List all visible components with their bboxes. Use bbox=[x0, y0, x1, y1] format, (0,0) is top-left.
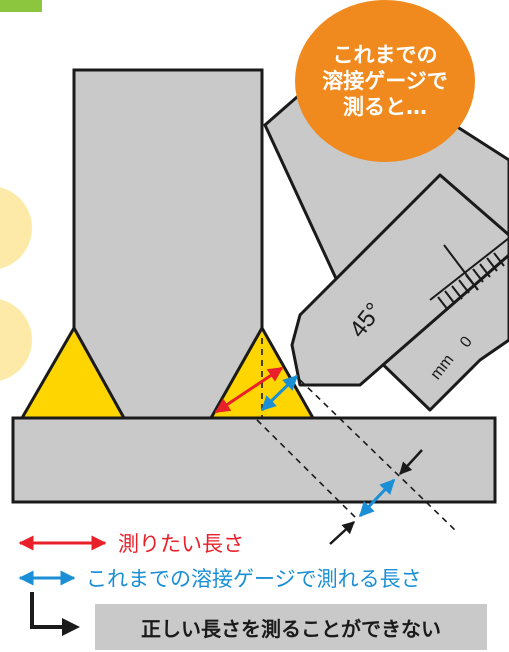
vertical-plate bbox=[72, 68, 264, 422]
badge-line-3: 測ると… bbox=[343, 95, 427, 119]
side-circle-upper bbox=[0, 187, 32, 269]
legend-blue-label: これまでの溶接ゲージで測れる長さ bbox=[86, 567, 422, 591]
badge-line-2: 溶接ゲージで bbox=[322, 69, 448, 93]
weld-bead-left bbox=[20, 326, 126, 420]
legend-red-label: 測りたい長さ bbox=[118, 532, 244, 556]
pointer-arrow-upper bbox=[399, 449, 423, 475]
pointer-arrow-lower bbox=[329, 521, 355, 545]
gauge-slider bbox=[290, 173, 509, 387]
gauge-scale bbox=[429, 237, 509, 311]
conclusion-text: 正しい長さを測ることができない bbox=[141, 616, 441, 641]
legend-blue: これまでの溶接ゲージで測れる長さ bbox=[86, 563, 422, 593]
weld-gauge: 45° 0 mm bbox=[263, 53, 509, 412]
callout-badge: これまでの 溶接ゲージで 測ると… bbox=[295, 0, 475, 162]
corner-tab bbox=[0, 0, 42, 12]
blue-measure-arrow bbox=[260, 374, 299, 412]
side-circle-lower bbox=[0, 299, 32, 381]
conclusion-box: 正しい長さを測ることができない bbox=[95, 604, 487, 650]
badge-line-1: これまでの bbox=[332, 43, 438, 67]
base-plate bbox=[11, 416, 497, 504]
legend-red: 測りたい長さ bbox=[118, 528, 244, 558]
return-arrow-icon bbox=[30, 592, 64, 629]
blue-measure-arrow-lower bbox=[358, 478, 396, 518]
return-arrow-head bbox=[62, 618, 80, 636]
